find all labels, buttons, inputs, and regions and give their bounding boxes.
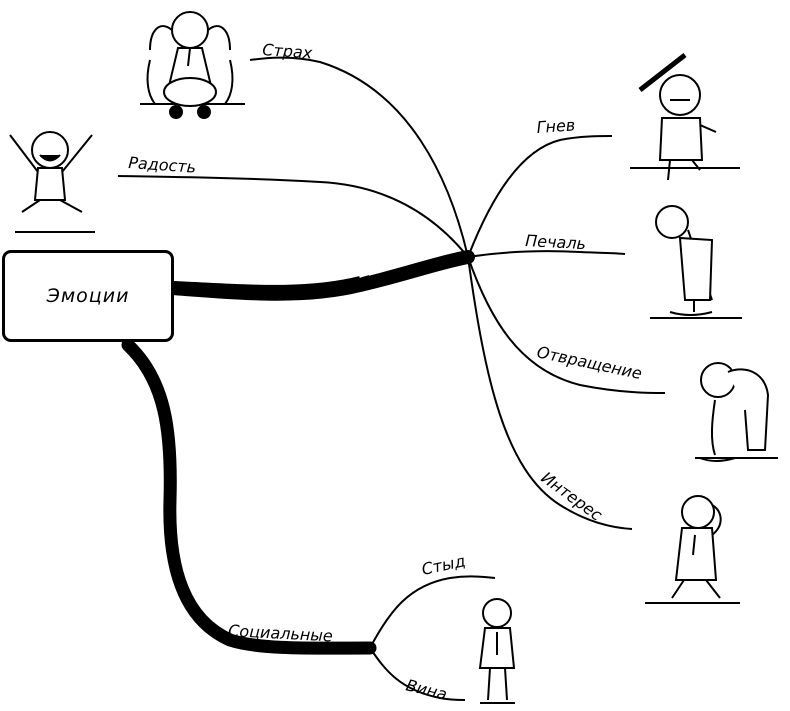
label-disgust: Отвращение (535, 342, 644, 383)
label-sadness: Печаль (525, 231, 587, 253)
line-interest (467, 256, 633, 530)
branch-social-line (121, 338, 377, 655)
joy-figure-illustration (9, 131, 95, 233)
interest-figure-illustration (645, 495, 740, 604)
line-guilt (369, 647, 466, 701)
label-joy: Радость (128, 153, 197, 177)
disgust-figure-illustration (695, 362, 778, 462)
label-basic: Базовые (358, 255, 436, 295)
shame-figure-illustration (478, 598, 516, 704)
line-shame (369, 575, 496, 649)
line-fear (249, 56, 469, 258)
line-sadness (467, 250, 626, 258)
label-fear: Страх (262, 40, 314, 62)
fear-figure-illustration (140, 11, 245, 119)
line-anger (467, 135, 613, 258)
label-guilt: Вина (404, 675, 449, 704)
line-joy (117, 175, 469, 258)
root-node-label: Эмоции (46, 285, 130, 307)
label-anger: Гнев (536, 115, 576, 137)
sadness-figure-illustration (650, 205, 742, 319)
root-node: Эмоции (2, 250, 174, 342)
line-disgust (467, 256, 666, 394)
branch-basic-line (165, 250, 475, 301)
label-shame: Стыд (420, 551, 467, 579)
anger-figure-illustration (630, 53, 740, 181)
